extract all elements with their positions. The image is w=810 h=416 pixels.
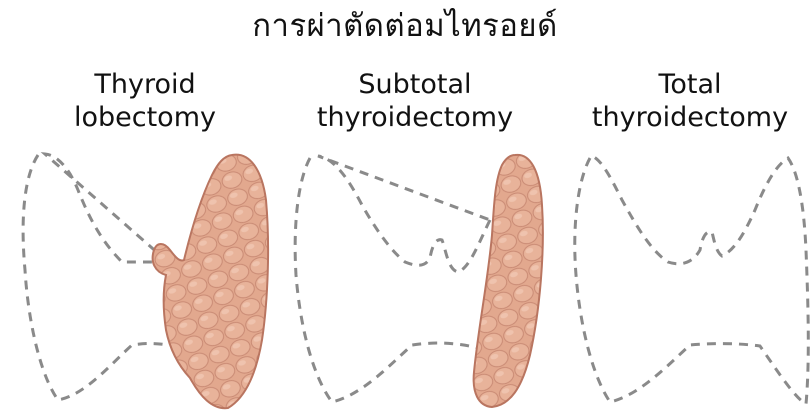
thyroid-outline-dashed [23, 154, 168, 400]
thyroid-outline-dashed [295, 156, 490, 402]
thyroid-remnant-tissue [474, 155, 543, 407]
panel-subtotal [295, 155, 543, 407]
panel-lobectomy [23, 154, 268, 408]
panel-total [575, 156, 809, 404]
thyroid-outline-dashed [575, 156, 809, 404]
thyroid-lobe-tissue [153, 155, 268, 409]
